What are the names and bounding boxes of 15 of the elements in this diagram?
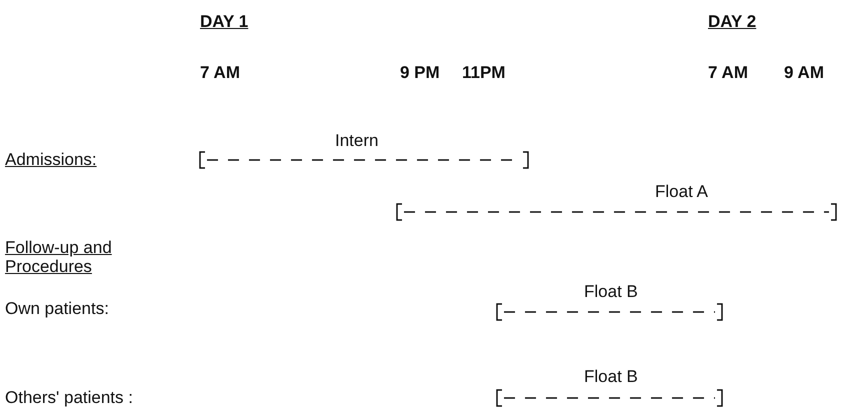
shift-label: Float A [655, 182, 708, 201]
time-label: 9 PM [400, 63, 440, 82]
day-heading: DAY 1 [200, 12, 248, 31]
time-label: 7 AM [708, 63, 748, 82]
time-label: 9 AM [784, 63, 824, 82]
row-heading: Others' patients : [5, 388, 133, 407]
row-heading: Admissions: [5, 150, 97, 169]
time-label: 7 AM [200, 63, 240, 82]
row-heading: Own patients: [5, 299, 109, 318]
shift-label: Float B [584, 367, 638, 386]
row-heading: Follow-up and Procedures [5, 238, 113, 276]
shift-label: Float B [584, 282, 638, 301]
day-heading: DAY 2 [708, 12, 756, 31]
shift-label: Intern [335, 131, 378, 150]
time-label: 11PM [462, 63, 506, 82]
